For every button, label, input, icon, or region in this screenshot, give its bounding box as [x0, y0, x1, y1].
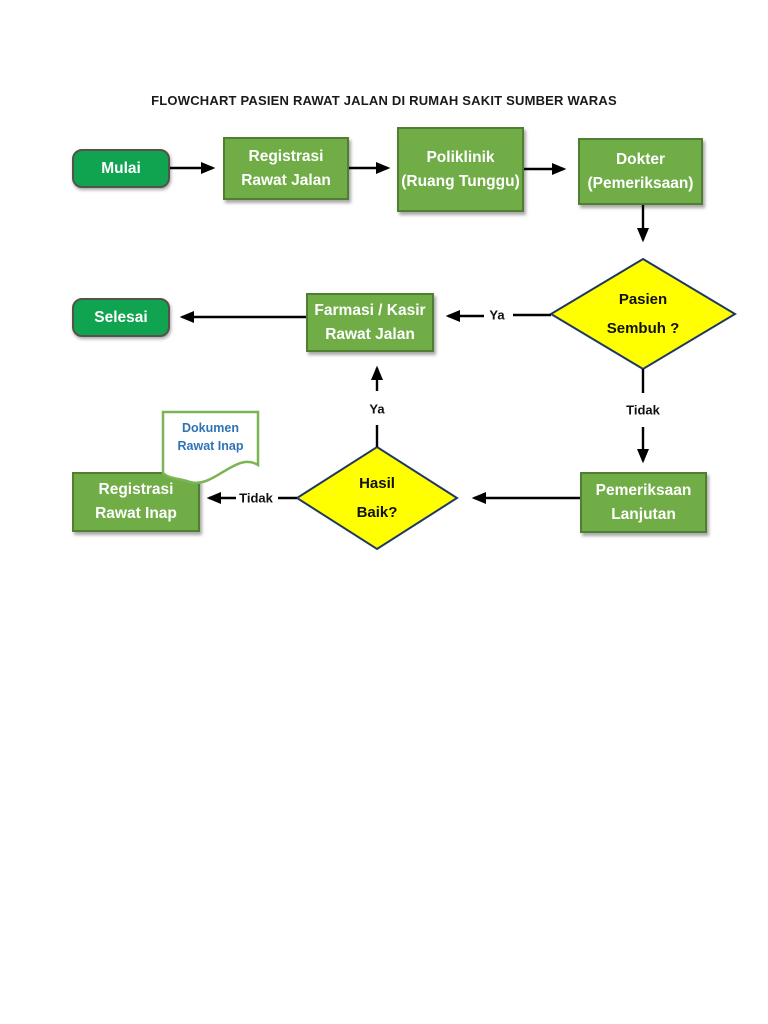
node-registrasi-rawat-inap: Registrasi Rawat Inap: [72, 472, 200, 532]
document-rawat-inap-line1: Dokumen: [182, 421, 239, 435]
node-mulai-label: Mulai: [101, 159, 141, 177]
node-dokter-line2: (Pemeriksaan): [587, 174, 694, 192]
edge-label-pasien-sembuh-tidak: Tidak: [626, 402, 660, 418]
node-poliklinik-line1: Poliklinik: [426, 148, 495, 166]
node-registrasi-rawat-inap-line1: Registrasi: [98, 481, 174, 498]
node-dokter: Dokter (Pemeriksaan): [578, 138, 703, 205]
node-pemeriksaan-lanjutan-line2: Lanjutan: [611, 505, 676, 523]
decision-pasien-sembuh-label: Pasien Sembuh ?: [551, 259, 735, 369]
node-mulai-start: Mulai: [72, 149, 170, 188]
edge-label-pasien-sembuh-ya: Ya: [489, 307, 505, 323]
node-registrasi-rawat-jalan: Registrasi Rawat Jalan: [223, 137, 349, 200]
node-pemeriksaan-lanjutan: Pemeriksaan Lanjutan: [580, 472, 707, 533]
decision-pasien-sembuh-line1: Pasien: [618, 291, 668, 308]
node-registrasi-rawat-jalan-line2: Rawat Jalan: [241, 171, 331, 189]
document-rawat-inap-line2: Rawat Inap: [177, 439, 244, 453]
decision-pasien-sembuh-line2: Sembuh ?: [606, 320, 680, 337]
node-poliklinik: Poliklinik (Ruang Tunggu): [397, 127, 524, 212]
node-registrasi-rawat-inap-line2: Rawat Inap: [95, 505, 177, 522]
decision-hasil-baik-label: Hasil Baik?: [297, 447, 457, 549]
node-pemeriksaan-lanjutan-line1: Pemeriksaan: [595, 481, 692, 499]
decision-hasil-baik-line2: Baik?: [356, 504, 398, 521]
node-selesai-end: Selesai: [72, 298, 170, 337]
node-farmasi-kasir-line2: Rawat Jalan: [325, 325, 415, 343]
document-rawat-inap-label: Dokumen Rawat Inap: [163, 419, 258, 455]
edge-label-hasil-baik-ya: Ya: [369, 401, 385, 417]
node-poliklinik-line2: (Ruang Tunggu): [401, 172, 520, 190]
node-dokter-line1: Dokter: [615, 150, 666, 168]
decision-hasil-baik-line1: Hasil: [359, 475, 395, 492]
node-selesai-label: Selesai: [94, 308, 148, 326]
node-farmasi-kasir-line1: Farmasi / Kasir: [314, 301, 426, 319]
page-title: FLOWCHART PASIEN RAWAT JALAN DI RUMAH SA…: [151, 93, 617, 108]
node-registrasi-rawat-jalan-line1: Registrasi: [248, 147, 324, 165]
edge-label-hasil-baik-tidak: Tidak: [239, 490, 273, 506]
node-farmasi-kasir: Farmasi / Kasir Rawat Jalan: [306, 293, 434, 352]
